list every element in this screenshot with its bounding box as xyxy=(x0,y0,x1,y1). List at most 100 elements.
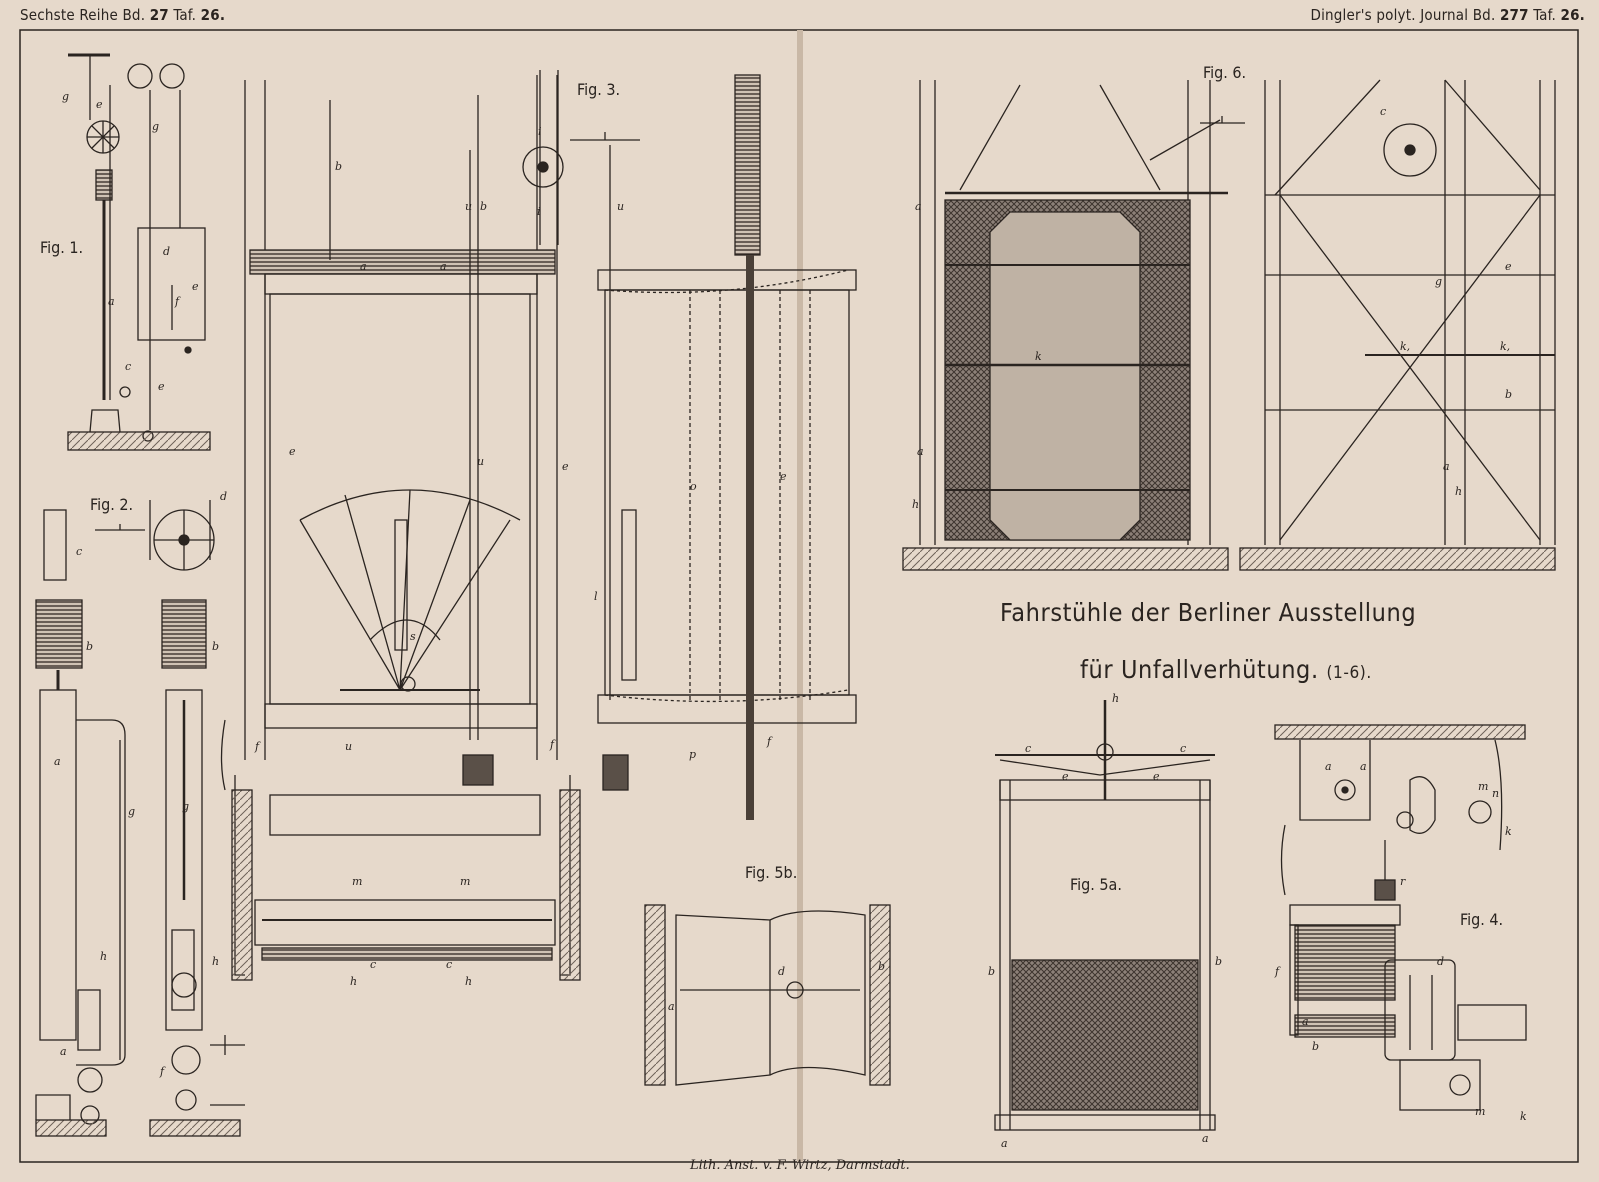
svg-text:a: a xyxy=(1443,460,1450,473)
svg-text:f: f xyxy=(1274,965,1281,978)
header-series: Sechste Reihe Bd. xyxy=(20,6,146,24)
svg-text:a: a xyxy=(1325,760,1332,773)
svg-text:c: c xyxy=(1180,742,1186,755)
fig3-drawing xyxy=(231,70,857,981)
svg-text:d: d xyxy=(220,490,227,503)
svg-text:a: a xyxy=(668,1000,675,1013)
svg-text:b: b xyxy=(212,640,219,653)
figure-label-fig5b: Fig. 5b. xyxy=(745,863,798,882)
header-journal: Dingler's polyt. Journal Bd. xyxy=(1310,6,1496,24)
svg-text:c: c xyxy=(1380,105,1386,118)
svg-text:b: b xyxy=(1312,1040,1319,1053)
svg-text:g: g xyxy=(152,120,159,133)
brace-fig2 xyxy=(95,524,145,531)
brace-fig3b xyxy=(570,132,640,141)
svg-text:c: c xyxy=(370,958,376,971)
svg-text:m: m xyxy=(1478,780,1488,793)
plate-title-line1: Fahrstühle der Berliner Ausstellung xyxy=(1000,598,1417,627)
svg-text:g: g xyxy=(182,800,189,813)
svg-text:c: c xyxy=(1025,742,1031,755)
svg-text:a: a xyxy=(1360,760,1367,773)
svg-text:h: h xyxy=(212,955,219,968)
svg-text:d: d xyxy=(163,245,170,258)
plate-title-line2-text: für Unfallverhütung. xyxy=(1080,655,1319,684)
svg-text:a: a xyxy=(1302,1015,1309,1028)
svg-text:a: a xyxy=(108,295,115,308)
fig1-drawing xyxy=(67,53,211,451)
svg-text:e: e xyxy=(1505,260,1512,273)
header-taf-label: Taf. xyxy=(173,6,197,24)
plate-title-figure-range: (1-6). xyxy=(1326,663,1372,683)
svg-text:h: h xyxy=(100,950,107,963)
svg-text:u: u xyxy=(345,740,352,753)
svg-text:h: h xyxy=(1112,692,1119,705)
svg-text:d: d xyxy=(778,965,785,978)
plate-title-line2: für Unfallverhütung. (1-6). xyxy=(1080,655,1372,684)
svg-text:g: g xyxy=(1435,275,1442,288)
svg-text:g: g xyxy=(128,805,135,818)
svg-text:e: e xyxy=(1153,770,1160,783)
svg-text:a: a xyxy=(917,445,924,458)
svg-text:b: b xyxy=(1215,955,1222,968)
svg-text:g: g xyxy=(62,90,69,103)
svg-text:r: r xyxy=(1400,875,1406,888)
brace-fig6 xyxy=(1200,116,1245,124)
svg-text:k,: k, xyxy=(1400,340,1410,353)
svg-text:a: a xyxy=(915,200,922,213)
svg-text:b: b xyxy=(86,640,93,653)
svg-text:a: a xyxy=(1202,1132,1209,1145)
svg-text:a: a xyxy=(54,755,61,768)
fig4-drawing xyxy=(1274,724,1527,1111)
svg-text:a: a xyxy=(60,1045,67,1058)
svg-text:u: u xyxy=(477,455,484,468)
svg-text:u: u xyxy=(617,200,624,213)
svg-text:f: f xyxy=(766,735,773,748)
svg-text:m: m xyxy=(352,875,362,888)
figure-label-fig3: Fig. 3. xyxy=(577,80,621,99)
svg-text:f: f xyxy=(254,740,261,753)
svg-text:k: k xyxy=(1035,350,1042,363)
svg-text:p: p xyxy=(689,748,696,761)
svg-text:e: e xyxy=(780,470,787,483)
header-volume: 27 xyxy=(149,6,169,24)
svg-text:a: a xyxy=(360,260,367,273)
svg-text:e: e xyxy=(1062,770,1069,783)
svg-text:h: h xyxy=(1455,485,1462,498)
svg-text:b: b xyxy=(878,960,885,973)
svg-text:e: e xyxy=(289,445,296,458)
svg-text:c: c xyxy=(76,545,82,558)
svg-text:i: i xyxy=(538,125,542,138)
svg-text:n: n xyxy=(1492,787,1499,800)
svg-text:f: f xyxy=(549,738,556,751)
svg-text:b: b xyxy=(480,200,487,213)
svg-text:b: b xyxy=(335,160,342,173)
svg-text:b: b xyxy=(988,965,995,978)
figure-label-fig6: Fig. 6. xyxy=(1203,63,1247,82)
svg-text:l: l xyxy=(594,590,598,603)
svg-text:h: h xyxy=(350,975,357,988)
svg-text:u: u xyxy=(465,200,472,213)
svg-text:b: b xyxy=(1505,388,1512,401)
fig5b-drawing xyxy=(644,904,891,1086)
fig6-drawing xyxy=(902,79,1556,571)
header-plate-number: 26. xyxy=(200,6,226,24)
svg-text:e: e xyxy=(192,280,199,293)
svg-text:a: a xyxy=(440,260,447,273)
figure-label-fig4: Fig. 4. xyxy=(1460,910,1504,929)
svg-text:d: d xyxy=(1437,955,1444,968)
svg-text:h: h xyxy=(465,975,472,988)
svg-text:e: e xyxy=(158,380,165,393)
svg-text:h: h xyxy=(912,498,919,511)
svg-text:k,: k, xyxy=(1500,340,1510,353)
fig2-drawing xyxy=(35,500,245,1137)
header-journal-plate: 26. xyxy=(1560,6,1585,24)
svg-text:c: c xyxy=(446,958,452,971)
plate-header-left: Sechste Reihe Bd. 27 Taf. 26. xyxy=(20,6,225,24)
brace-fig3a xyxy=(220,719,226,791)
header-journal-taf-label: Taf. xyxy=(1533,6,1556,24)
svg-text:k: k xyxy=(1520,1110,1527,1123)
plate-header-right: Dingler's polyt. Journal Bd. 277 Taf. 26… xyxy=(1310,6,1585,24)
svg-text:e: e xyxy=(562,460,569,473)
brace-fig4 xyxy=(1280,824,1286,896)
figure-label-fig5a: Fig. 5a. xyxy=(1070,875,1122,894)
